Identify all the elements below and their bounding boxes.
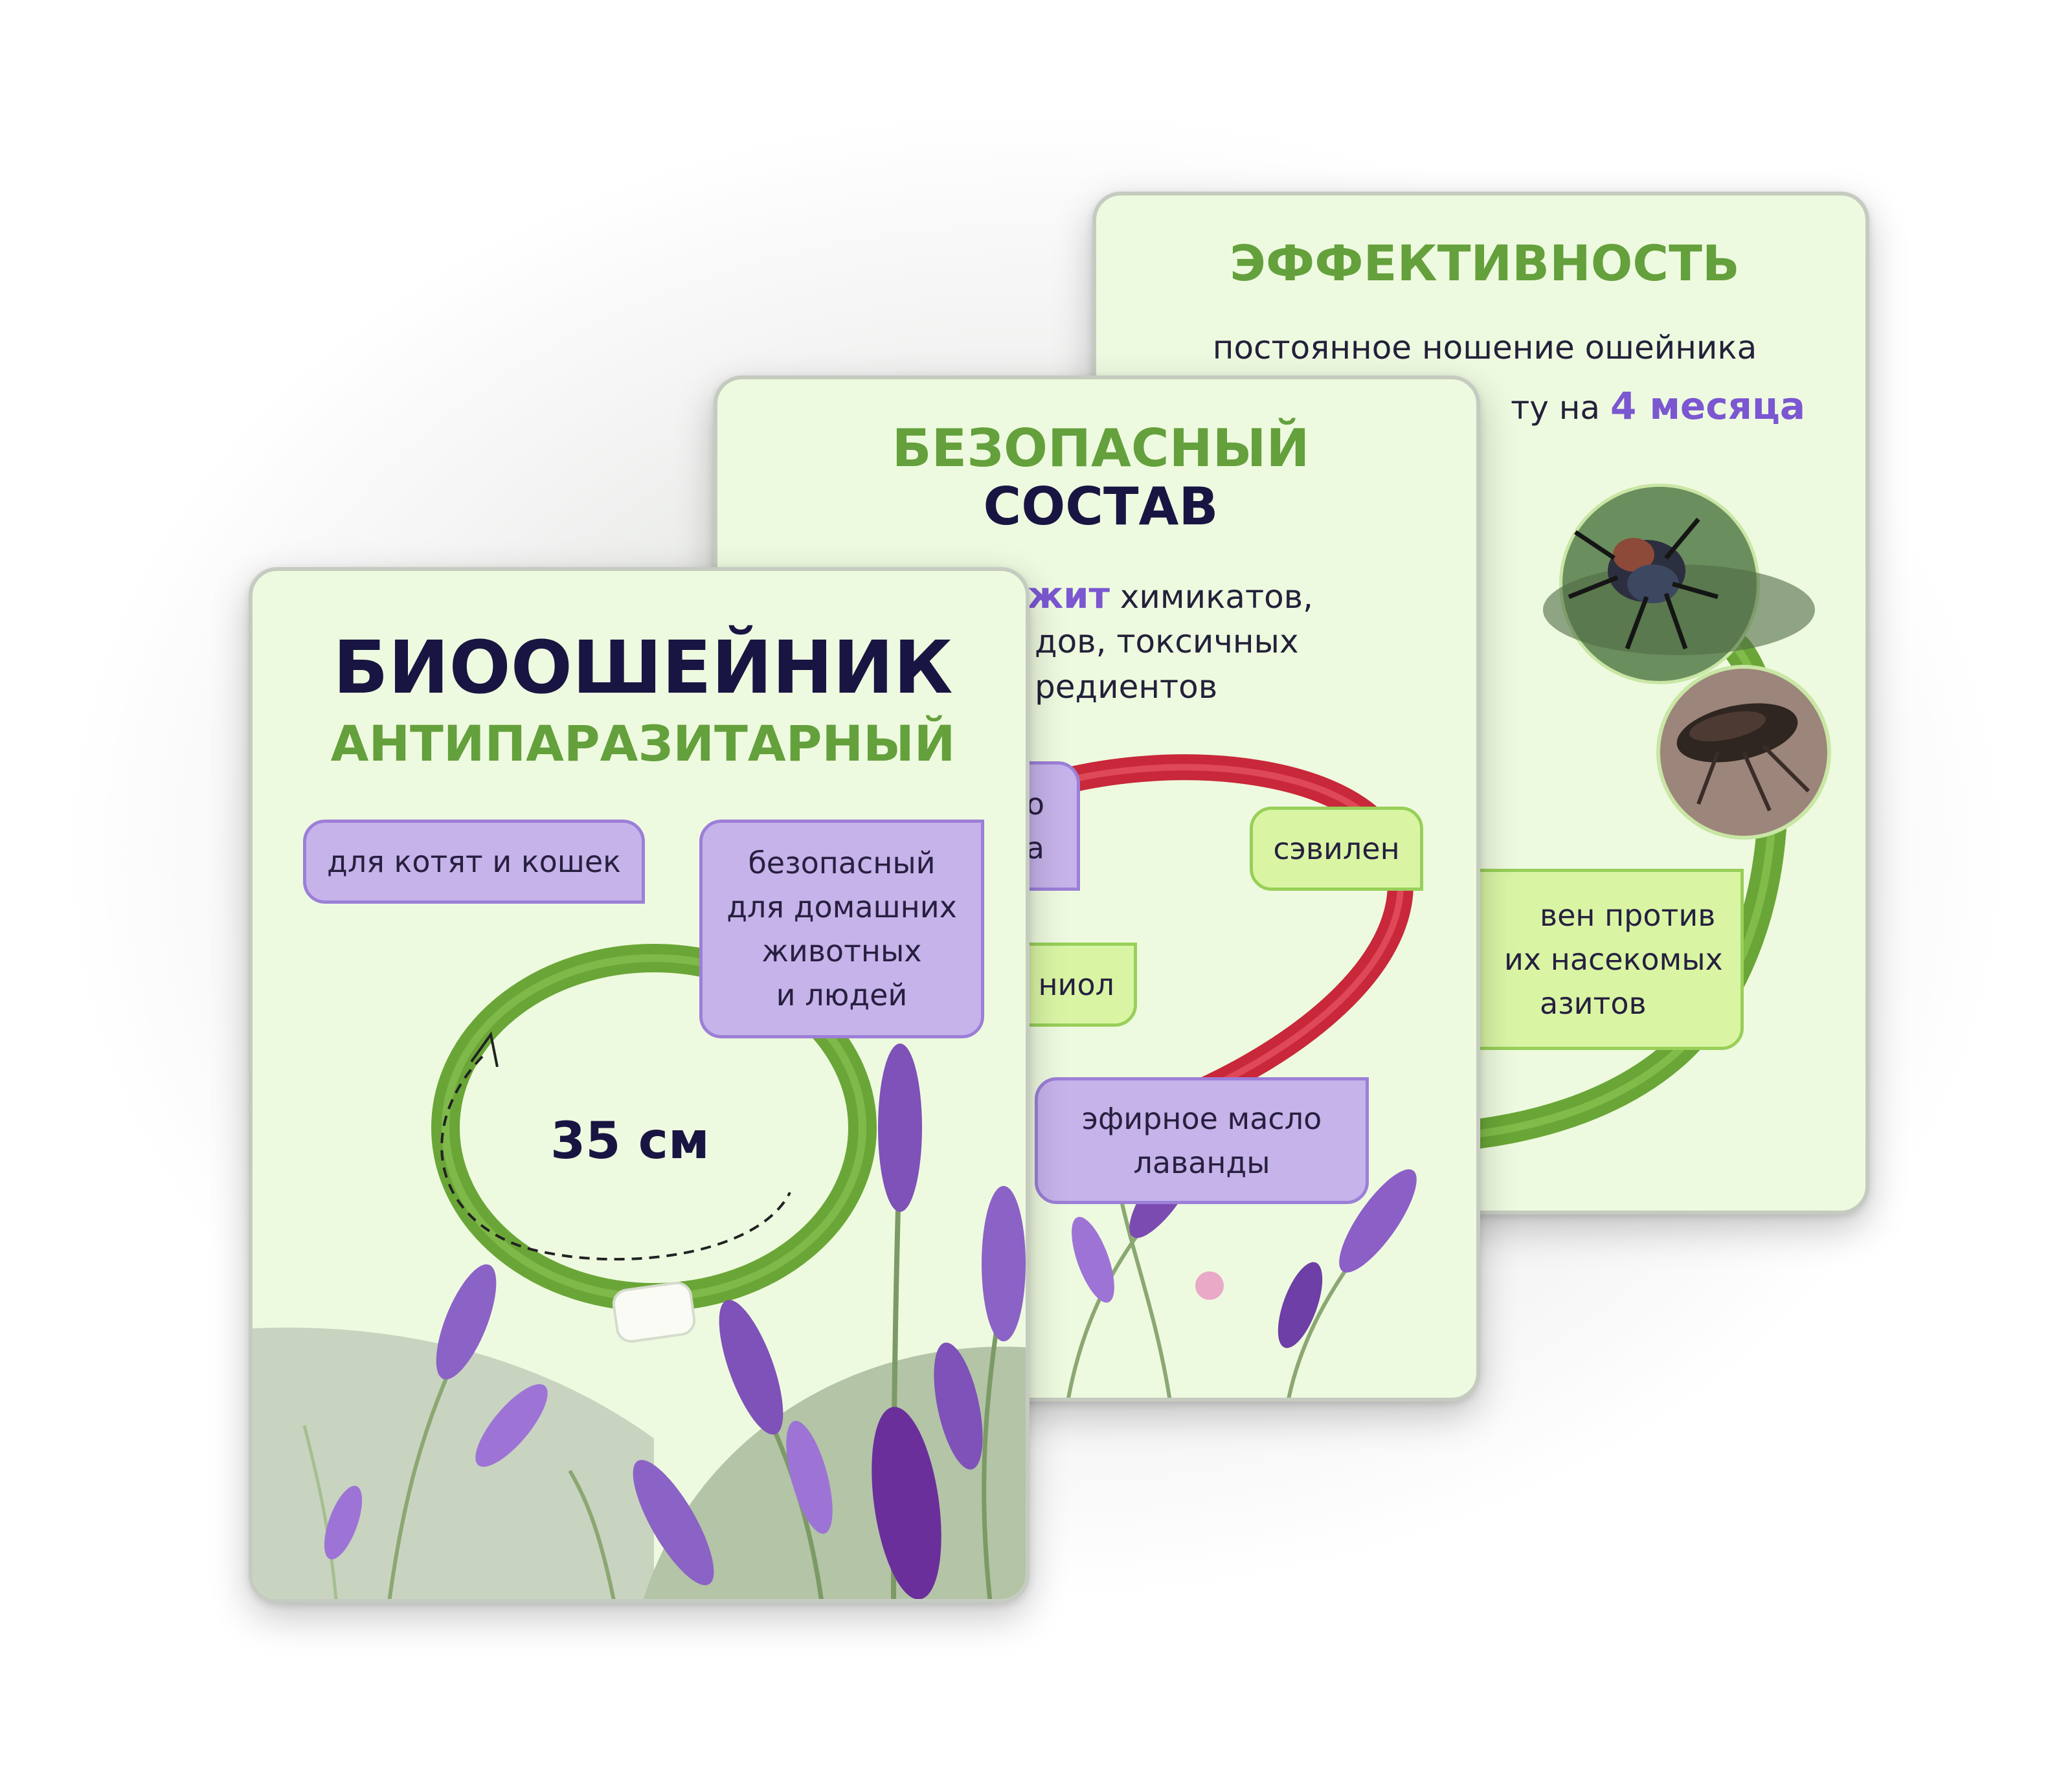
safety-badge-line3: животных bbox=[761, 933, 922, 968]
effectiveness-duration: 4 месяца bbox=[1610, 384, 1805, 428]
card-safe-composition: БЕЗОПАСНЫЙ СОСТАВ ожит химикатов, дов, т… bbox=[714, 375, 1480, 1402]
effectiveness-desc-prefix: ту на bbox=[1511, 389, 1610, 427]
composition-title-top: БЕЗОПАСНЫЙ bbox=[892, 418, 1310, 478]
effective-line3: азитов bbox=[1540, 986, 1647, 1021]
tick-photo bbox=[1543, 484, 1815, 684]
collar-size-unit: см bbox=[638, 1112, 710, 1170]
ingredient-oil-line1: эфирное масло bbox=[1081, 1101, 1322, 1136]
effectiveness-desc-line2: ту на 4 месяца bbox=[1096, 383, 1805, 430]
size-measure-arrow bbox=[440, 1031, 791, 1261]
card-biocollar-art bbox=[253, 944, 1026, 1599]
card-biocollar: БИООШЕЙНИК АНТИПАРАЗИТАРНЫЙ для котят и … bbox=[249, 567, 1030, 1603]
composition-desc-line3: редиентов bbox=[1035, 668, 1218, 706]
collar-size-label: 35 см bbox=[550, 1112, 710, 1170]
lavender-decoration bbox=[302, 1044, 1026, 1599]
audience-badge-label: для котят и кошек bbox=[327, 844, 621, 879]
biocollar-title: БИООШЕЙНИК bbox=[333, 626, 953, 710]
audience-badge: для котят и кошек bbox=[303, 820, 645, 904]
ingredient-tag-sevilen: сэвилен bbox=[1250, 807, 1423, 891]
ingredient-tag-lavender-oil: эфирное масло лаванды bbox=[1035, 1077, 1369, 1204]
ingredient-sevilen-label: сэвилен bbox=[1273, 831, 1400, 866]
safety-badge-line2: для домашних bbox=[726, 889, 957, 924]
effectiveness-desc-line1: постоянное ношение ошейника bbox=[1212, 329, 1757, 366]
composition-title-bottom: СОСТАВ bbox=[983, 476, 1219, 537]
composition-desc-line2: дов, токсичных bbox=[1035, 623, 1299, 660]
effective-line1: вен против bbox=[1540, 898, 1716, 933]
collar-size-value: 35 bbox=[550, 1112, 621, 1170]
green-collar-ring bbox=[431, 944, 877, 1343]
safety-badge-line4: и людей bbox=[776, 978, 908, 1012]
composition-desc-line1: ожит химикатов, bbox=[1002, 574, 1313, 620]
safety-badge: безопасный для домашних животных и людей bbox=[699, 820, 984, 1038]
safety-badge-line1: безопасный bbox=[748, 845, 936, 880]
effectiveness-title: ЭФФЕКТИВНОСТЬ bbox=[1230, 234, 1740, 292]
biocollar-subtitle: АНТИПАРАЗИТАРНЫЙ bbox=[330, 715, 956, 772]
effective-line2: их насекомых bbox=[1504, 942, 1723, 977]
ingredient-oil-line2: лаванды bbox=[1133, 1145, 1270, 1180]
flea-photo bbox=[1656, 665, 1831, 840]
ingredient-partial-label: ниол bbox=[1038, 967, 1114, 1002]
composition-desc-line1-rest: химикатов, bbox=[1109, 578, 1314, 616]
collar-buckle bbox=[612, 1281, 696, 1343]
